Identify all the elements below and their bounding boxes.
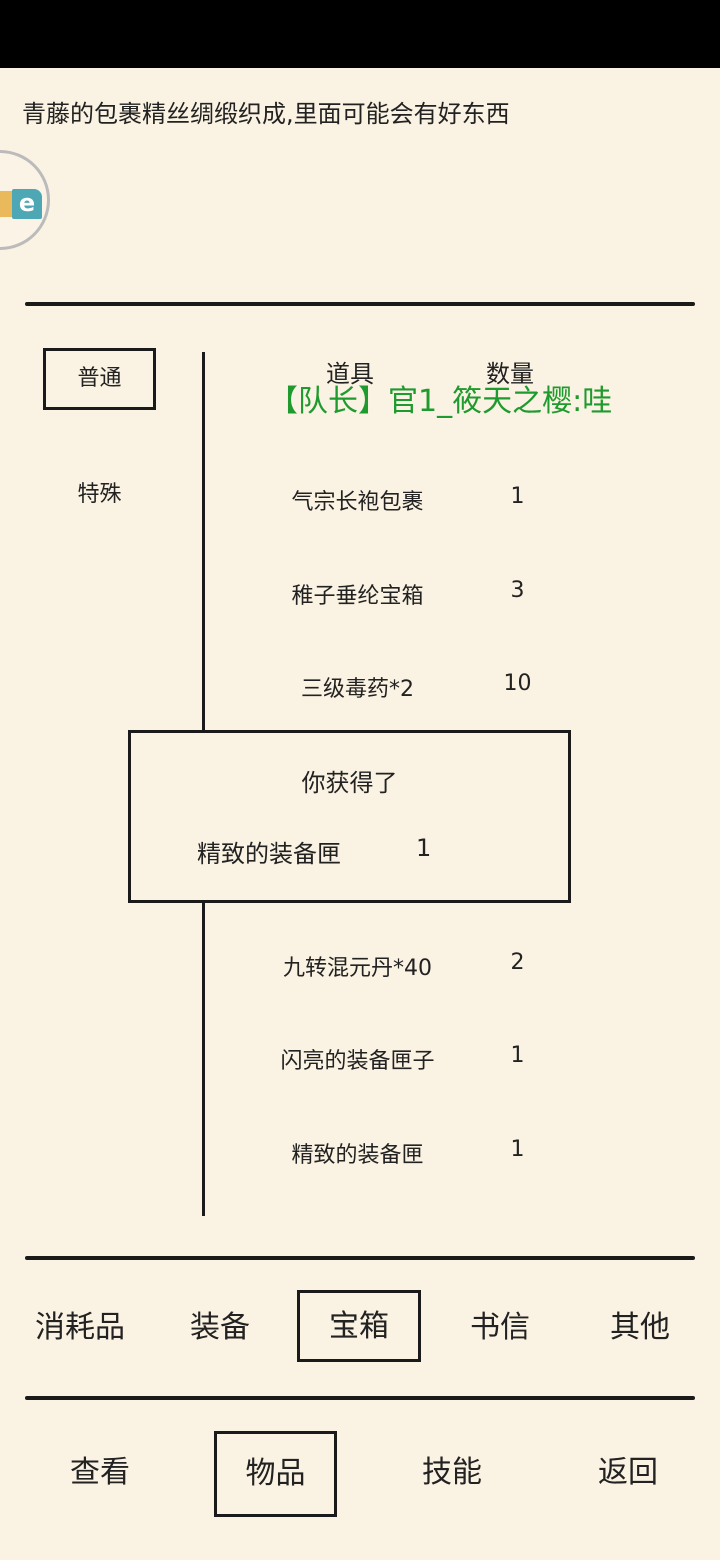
- table-row[interactable]: 九转混元丹*40 2: [210, 950, 630, 990]
- item-count: 1: [510, 484, 525, 509]
- table-row[interactable]: 气宗长袍包裹 1: [210, 484, 630, 524]
- nav-back[interactable]: 返回: [598, 1455, 658, 1490]
- divider-bottom: [25, 1396, 695, 1400]
- item-count: 1: [510, 1043, 525, 1068]
- item-name: 三级毒药*2: [301, 677, 414, 702]
- header-item: 道具: [326, 360, 374, 388]
- nav-skills[interactable]: 技能: [422, 1455, 482, 1490]
- item-count: 1: [510, 1137, 525, 1162]
- popup-title: 你获得了: [301, 769, 398, 797]
- item-count: 2: [510, 950, 525, 975]
- tab-equipment[interactable]: 装备: [190, 1310, 250, 1345]
- popup-item-count: 1: [416, 834, 432, 862]
- subcategory-normal[interactable]: 普通: [43, 348, 156, 410]
- item-count: 3: [510, 578, 525, 603]
- item-name: 精致的装备匣: [291, 1143, 424, 1168]
- item-name: 九转混元丹*40: [283, 956, 432, 981]
- table-row[interactable]: 三级毒药*2 10: [210, 671, 630, 711]
- nav-items[interactable]: 物品: [214, 1431, 337, 1517]
- item-description: 青藤的包裹精丝绸缎织成,里面可能会有好东西: [22, 100, 510, 128]
- subcategory-label: 普通: [77, 366, 122, 391]
- status-bar: [0, 0, 720, 68]
- popup-item-name: 精致的装备匣: [197, 840, 341, 868]
- tab-chests[interactable]: 宝箱: [297, 1290, 421, 1362]
- item-name: 闪亮的装备匣子: [280, 1049, 435, 1074]
- table-row[interactable]: 稚子垂纶宝箱 3: [210, 578, 630, 618]
- chat-message: 【队长】官1_筱天之樱:哇: [268, 384, 613, 419]
- tab-other[interactable]: 其他: [610, 1310, 670, 1345]
- app-logo-icon: e: [12, 189, 42, 219]
- tab-letters[interactable]: 书信: [470, 1310, 530, 1345]
- logo-stripe: [0, 191, 12, 217]
- reward-popup[interactable]: 你获得了 精致的装备匣 1: [128, 730, 571, 903]
- item-name: 稚子垂纶宝箱: [291, 584, 424, 609]
- table-row[interactable]: 闪亮的装备匣子 1: [210, 1043, 630, 1083]
- nav-view[interactable]: 查看: [70, 1455, 130, 1490]
- subcategory-special[interactable]: 特殊: [43, 478, 156, 512]
- divider-top: [25, 302, 695, 306]
- divider-middle: [25, 1256, 695, 1260]
- floating-assistant-button[interactable]: e: [0, 150, 50, 250]
- item-name: 气宗长袍包裹: [291, 490, 424, 515]
- subcategory-label: 特殊: [77, 482, 122, 507]
- tab-consumables[interactable]: 消耗品: [35, 1310, 125, 1345]
- table-row[interactable]: 精致的装备匣 1: [210, 1137, 630, 1177]
- header-count: 数量: [486, 360, 534, 388]
- item-count: 10: [503, 671, 532, 696]
